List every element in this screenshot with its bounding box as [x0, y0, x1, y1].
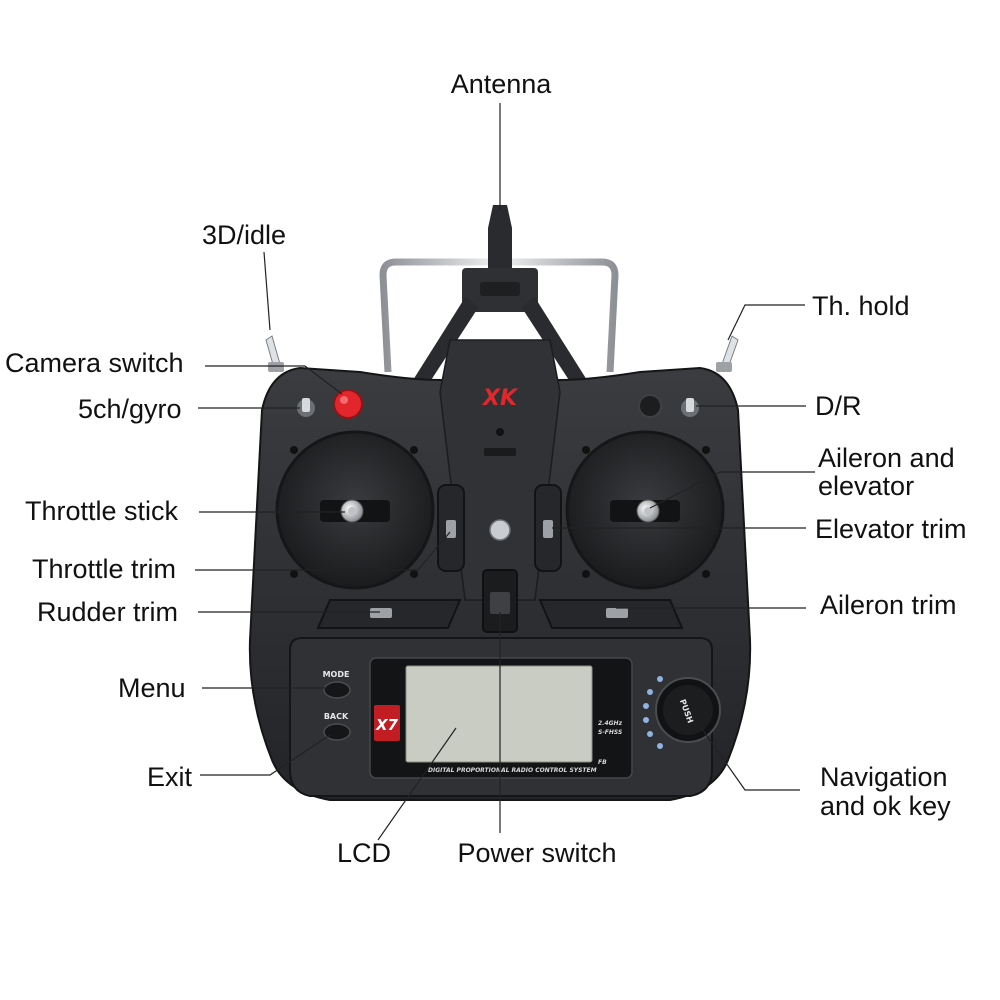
label-rudder-trim: Rudder trim [37, 597, 178, 627]
speaker-grille [484, 448, 516, 456]
nav-leds [643, 676, 663, 749]
status-led [496, 428, 504, 436]
throttle-stick[interactable] [340, 499, 364, 523]
system-text: DIGITAL PROPORTIONAL RADIO CONTROL SYSTE… [428, 767, 597, 774]
rudder-trim[interactable] [316, 599, 462, 629]
label-elevator-trim: Elevator trim [815, 514, 967, 544]
label-antenna: Antenna [451, 69, 553, 99]
elevator-trim[interactable] [534, 484, 562, 572]
fhss-label: S-FHSS [598, 729, 622, 736]
center-panel [439, 339, 561, 601]
footer-brand: FB [598, 759, 607, 766]
ch5-gyro-toggle-switch[interactable] [297, 398, 315, 417]
svg-text:XK: XK [481, 386, 519, 411]
lcd-screen [405, 665, 593, 763]
mode-button-label: MODE [323, 670, 350, 679]
label-navigation-line2: and ok key [820, 791, 951, 821]
label-aileron-elevator-line1: Aileron and [818, 443, 955, 473]
label-power-switch: Power switch [457, 838, 616, 868]
exit-button[interactable] [323, 723, 351, 741]
camera-switch-button[interactable] [333, 389, 363, 419]
aileron-trim[interactable] [538, 599, 684, 629]
label-menu: Menu [118, 673, 186, 703]
label-throttle-trim: Throttle trim [32, 554, 176, 584]
th-hold-toggle-switch[interactable] [716, 335, 739, 372]
power-switch[interactable] [482, 569, 518, 633]
brand-logo: XK [481, 386, 519, 411]
callout-labels: Antenna 3D/idle Th. hold Camera switch 5… [5, 69, 967, 868]
label-exit: Exit [147, 762, 193, 792]
leader-lines [195, 103, 815, 841]
antenna[interactable] [408, 205, 592, 394]
idle-3d-toggle-switch[interactable] [265, 335, 284, 372]
label-3d-idle: 3D/idle [202, 220, 286, 250]
label-throttle-stick: Throttle stick [25, 496, 179, 526]
model-badge: X7 [375, 716, 399, 734]
right-top-button[interactable] [638, 394, 662, 418]
transmitter: XK [248, 205, 752, 801]
throttle-trim[interactable] [437, 484, 465, 572]
back-button-label: BACK [324, 712, 349, 721]
aileron-elevator-stick[interactable] [636, 499, 660, 523]
label-dr: D/R [815, 391, 862, 421]
navigation-dial[interactable]: PUSH [655, 677, 721, 743]
label-aileron-elevator-line2: elevator [818, 471, 914, 501]
menu-button[interactable] [323, 681, 351, 699]
label-th-hold: Th. hold [812, 291, 910, 321]
band-label: 2.4GHz [598, 720, 623, 727]
label-camera-switch: Camera switch [5, 348, 184, 378]
label-5ch-gyro: 5ch/gyro [78, 394, 182, 424]
dr-toggle-switch[interactable] [681, 398, 699, 417]
center-screw [489, 519, 511, 541]
model-badge-bg [374, 705, 400, 741]
label-aileron-trim: Aileron trim [820, 590, 957, 620]
label-lcd: LCD [337, 838, 391, 868]
label-navigation-line1: Navigation [820, 762, 948, 792]
